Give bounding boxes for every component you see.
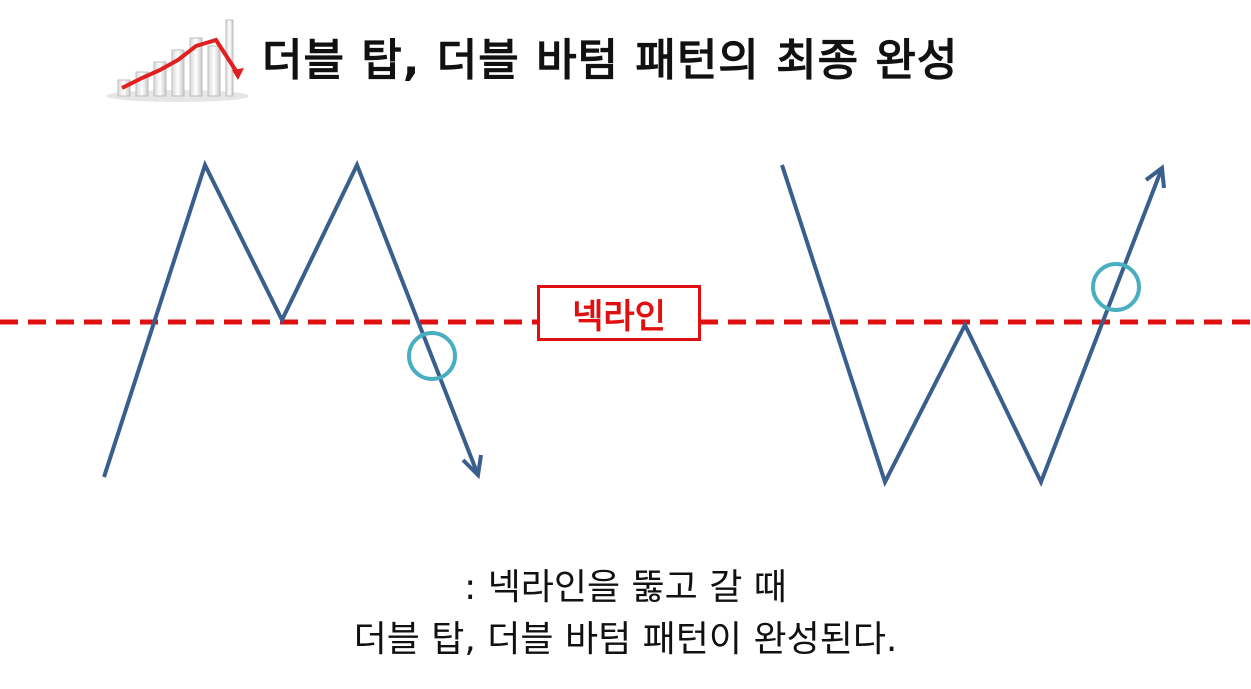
- neckline-label: 넥라인: [537, 285, 701, 341]
- double-top-breakout-marker: [407, 331, 457, 381]
- double-top-arrowhead: [461, 454, 483, 480]
- caption-line-2: 더블 탑, 더블 바텀 패턴이 완성된다.: [353, 619, 898, 660]
- double-top-line: [102, 159, 480, 478]
- chart-logo-icon: [106, 19, 248, 102]
- caption: : 넥라인을 뚫고 갈 때 더블 탑, 더블 바텀 패턴이 완성된다.: [0, 562, 1251, 666]
- header: 더블 탑, 더블 바텀 패턴의 최종 완성: [0, 10, 1251, 102]
- double-bottom-line: [780, 164, 1164, 488]
- double-bottom-arrowhead: [1144, 164, 1166, 189]
- page-title: 더블 탑, 더블 바텀 패턴의 최종 완성: [262, 35, 959, 86]
- caption-line-1: : 넥라인을 뚫고 갈 때: [464, 567, 787, 608]
- double-bottom-breakout-marker: [1091, 262, 1141, 312]
